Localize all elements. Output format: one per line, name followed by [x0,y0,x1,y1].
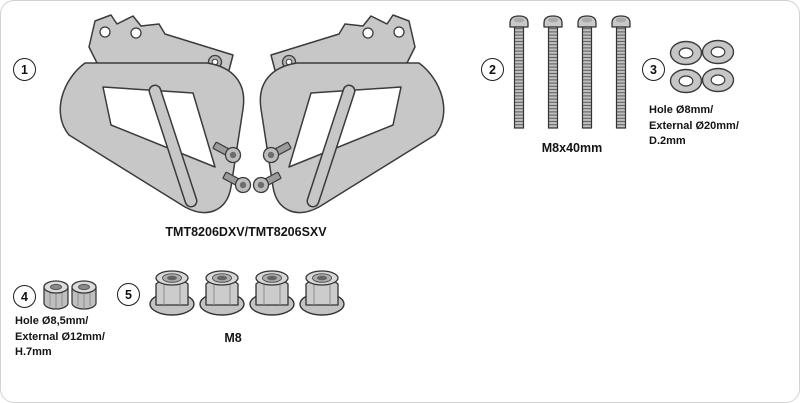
bolts-illustration [509,15,631,129]
bolt-4 [611,15,631,129]
nuts-illustration [149,270,345,316]
part-2-badge: 2 [481,58,504,81]
bolt-1 [509,15,529,129]
nut-3 [249,270,295,316]
nut-4 [299,270,345,316]
part-3-spec-line-2: External Ø20mm/ [649,119,739,132]
brackets-illustration [37,5,467,221]
washer-4 [701,67,735,93]
part-1-label: TMT8206DXV/TMT8206SXV [165,225,327,239]
bracket-left [60,15,253,213]
part-1-badge: 1 [13,58,36,81]
part-3-spec: Hole Ø8mm/ External Ø20mm/ D.2mm [649,103,739,150]
spacers-illustration [43,280,97,310]
washers-illustration [669,39,735,94]
part-4-spec-line-1: Hole Ø8,5mm/ [15,315,89,327]
part-3-spec-line-3: D.2mm [649,135,686,147]
nut-1 [149,270,195,316]
washer-3 [669,68,703,94]
part-5-label: M8 [224,331,242,345]
washer-2 [701,39,735,65]
bracket-right [251,15,444,213]
nut-2 [199,270,245,316]
part-4-spec-line-2: External Ø12mm/ [15,330,105,343]
part-4-spec-line-3: H.7mm [15,346,52,358]
spacer-1 [43,280,69,310]
part-4-spec: Hole Ø8,5mm/ External Ø12mm/ H.7mm [15,314,105,361]
bolt-2 [543,15,563,129]
part-3-badge: 3 [642,58,665,81]
part-3-spec-line-1: Hole Ø8mm/ [649,104,714,116]
bolt-3 [577,15,597,129]
part-5-badge: 5 [117,283,140,306]
spacer-2 [71,280,97,310]
washer-1 [669,40,703,66]
part-2-label: M8x40mm [541,141,603,155]
part-4-badge: 4 [13,285,36,308]
